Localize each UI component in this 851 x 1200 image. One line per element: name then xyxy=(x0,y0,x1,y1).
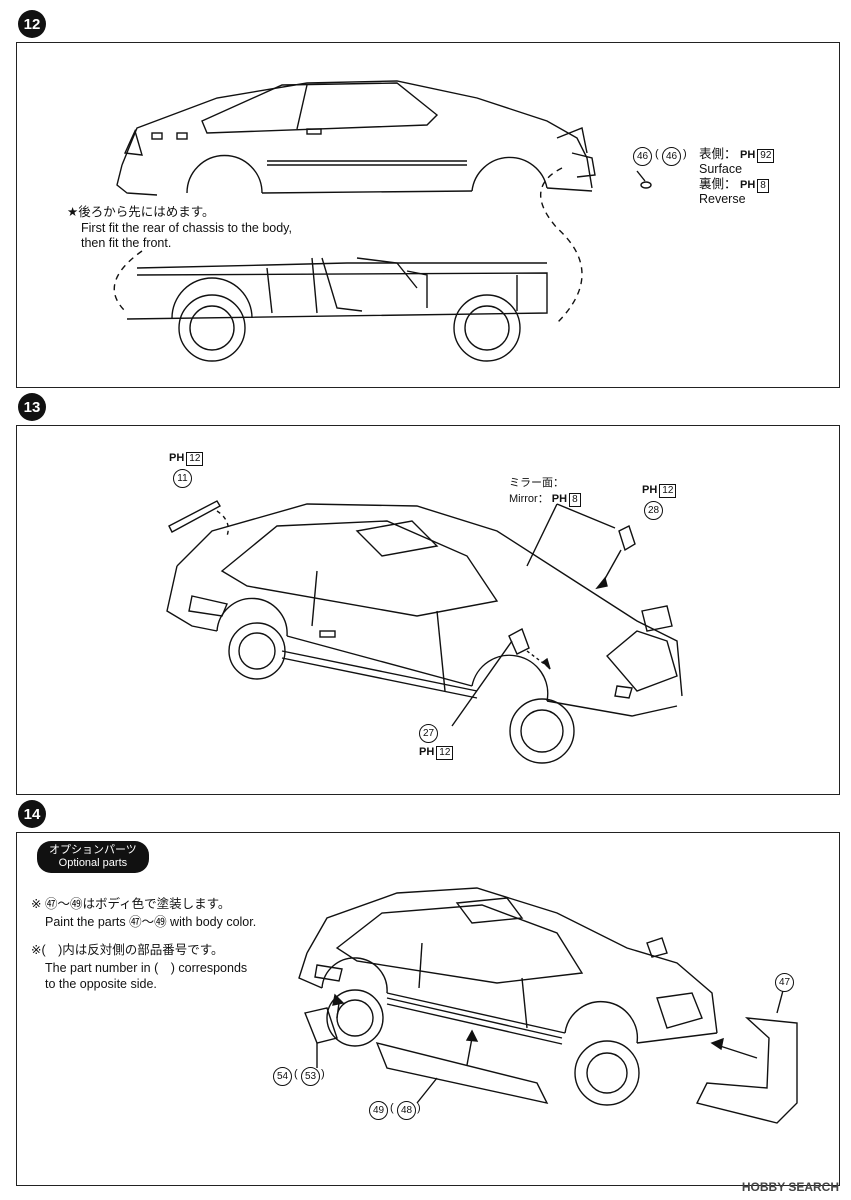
paint-reverse-en: Reverse xyxy=(699,192,746,206)
part-number-11: 11 xyxy=(173,469,192,488)
part-number-47: 47 xyxy=(775,973,794,992)
optional-parts-badge: オプションパーツ Optional parts xyxy=(37,841,149,873)
paint-note-jp: ※ ㊼～㊾はボディ色で塗装します。 xyxy=(31,897,231,911)
opposite-note-en-2: to the opposite side. xyxy=(45,977,157,991)
part-number-53: 53 xyxy=(301,1067,320,1086)
paren-close-53: ) xyxy=(321,1068,325,1080)
part-number-46-paren-close: ) xyxy=(683,148,687,160)
step-number: 13 xyxy=(23,398,41,416)
car-body-drawing xyxy=(113,80,652,362)
fit-note-en-2: then fit the front. xyxy=(81,236,172,250)
part-number-54: 54 xyxy=(273,1067,292,1086)
step-14-panel: オプションパーツ Optional parts ※ ㊼～㊾はボディ色で塗装します… xyxy=(16,832,840,1186)
part-number-28: 28 xyxy=(644,501,663,520)
step-number: 14 xyxy=(23,805,41,823)
part-number-46-opposite: 46 xyxy=(662,147,681,166)
opposite-note-jp: ※( )内は反対側の部品番号です。 xyxy=(31,943,224,957)
watermark: HOBBY SEARCH xyxy=(741,1180,839,1194)
step-13-badge: 13 xyxy=(18,393,46,421)
paint-surface-en: Surface xyxy=(699,162,743,176)
fit-note-jp: ★後ろから先にはめます。 xyxy=(67,205,215,219)
car-optional-parts-drawing xyxy=(298,887,798,1124)
step-14-badge: 14 xyxy=(18,800,46,828)
car-hatch-drawing xyxy=(166,500,683,764)
paren-open-48: ( xyxy=(390,1102,394,1114)
opposite-note-en-1: The part number in ( ) corresponds xyxy=(45,961,248,975)
part-number-46-paren: ( xyxy=(655,148,659,160)
paren-close-48: ) xyxy=(417,1102,421,1114)
step-12-badge: 12 xyxy=(18,10,46,38)
part-number-49: 49 xyxy=(369,1101,388,1120)
part-number-46: 46 xyxy=(633,147,652,166)
paint-note-en: Paint the parts ㊼～㊾ with body color. xyxy=(45,915,257,929)
paren-open-53: ( xyxy=(294,1068,298,1080)
fit-note-en-1: First fit the rear of chassis to the bod… xyxy=(81,221,292,235)
step-number: 12 xyxy=(23,15,41,33)
part-number-48: 48 xyxy=(397,1101,416,1120)
part-number-27: 27 xyxy=(419,724,438,743)
mirror-face-jp: ミラー面： xyxy=(509,477,564,489)
